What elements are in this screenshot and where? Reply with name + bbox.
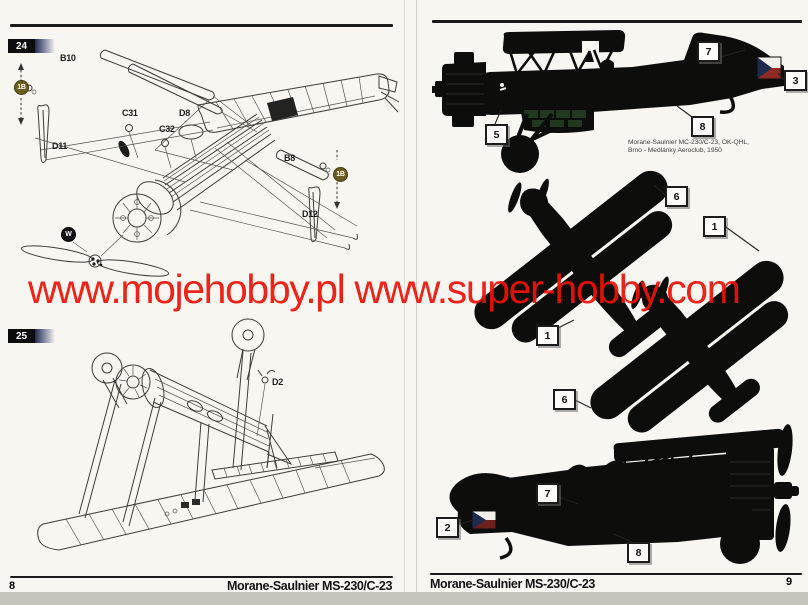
part-label-d11: D11 <box>52 141 68 151</box>
callout-7-top: 7 <box>697 41 720 62</box>
part-label-d12: D12 <box>302 209 318 219</box>
engine-nose-drawing <box>115 364 165 408</box>
czech-flag-rudder <box>471 510 497 530</box>
page-gutter-crease-2 <box>416 0 417 592</box>
scheme-plan-views <box>474 170 789 433</box>
radial-engine-drawing <box>112 193 162 243</box>
fuselage-emblem <box>499 83 507 91</box>
callout-1-plan-left: 1 <box>536 325 559 346</box>
landing-gear-bottom-view <box>657 315 717 365</box>
step-25-number: 25 <box>8 329 35 343</box>
leader-lines <box>555 184 760 409</box>
cowl-louvers <box>524 110 586 127</box>
scheme-caption-line1: Morane-Saulnier MC-230/C-23, OK-QHL, <box>628 139 749 146</box>
left-page-number: 8 <box>9 580 16 592</box>
left-footer-rule <box>10 576 393 578</box>
right-page-number: 9 <box>786 576 793 588</box>
callout-5-top: 5 <box>485 124 508 145</box>
plan-view-bottom <box>590 260 789 433</box>
tailplane-drawing <box>211 451 339 480</box>
arrowheads <box>18 63 340 209</box>
photo-background-strip <box>0 592 808 605</box>
part-label-1b-left: 1B <box>14 80 29 95</box>
d2-part-drawing <box>256 369 276 437</box>
scheme-caption: Morane-Saulnier MC-230/C-23, OK-QHL, Brn… <box>628 139 803 155</box>
callout-8-bottom: 8 <box>627 542 650 563</box>
lower-wing-drawing <box>37 453 385 551</box>
czech-flag-rudder <box>756 56 782 80</box>
part-label-d8: D8 <box>179 108 190 118</box>
scheme-side-view-top <box>432 30 785 173</box>
scheme-side-view-bottom <box>449 424 799 564</box>
part-label-b8: B8 <box>284 153 295 163</box>
callout-3-top: 3 <box>784 70 807 91</box>
strut-lines <box>78 350 274 527</box>
right-header-rule <box>432 20 802 23</box>
part-label-c31: C31 <box>122 108 138 118</box>
page-gutter-crease <box>404 0 405 592</box>
part-label-1b-right: 1B <box>333 167 348 182</box>
step-24-figure <box>18 49 400 277</box>
left-footer-title: Morane-Saulnier MS-230/C-23 <box>227 579 392 593</box>
callout-2-bottom: 2 <box>436 517 459 538</box>
rigging-lines <box>34 121 358 250</box>
callout-6-plan-bottom: 6 <box>553 389 576 410</box>
cabane-struts <box>508 49 614 75</box>
leader-lines <box>455 495 633 543</box>
propeller-drawing <box>20 234 170 277</box>
inverted-fuselage-drawing <box>149 369 293 469</box>
step-24-badge-tail <box>35 39 55 53</box>
step-25-figure <box>37 318 385 551</box>
aircraft-silhouette <box>449 424 799 564</box>
fuselage-drawing <box>136 113 276 236</box>
watermark-text: www.mojehobby.pl www.super-hobby.com <box>28 266 741 312</box>
callout-8-top: 8 <box>691 116 714 137</box>
wing-struts <box>622 449 696 476</box>
scheme-caption-line2: Brno - Medlánky Aeroclub, 1950 <box>628 147 722 154</box>
plan-view-top <box>474 170 673 358</box>
wheel <box>501 135 539 173</box>
step-25-badge: 25 <box>8 329 55 343</box>
step-25-badge-tail <box>35 329 55 343</box>
callout-7-bottom: 7 <box>536 483 559 504</box>
leader-lines <box>494 49 785 125</box>
right-footer-title: Morane-Saulnier MS-230/C-23 <box>430 577 595 591</box>
wing-drawing <box>197 73 400 133</box>
part-label-d2: D2 <box>272 377 283 387</box>
wheel <box>720 524 760 564</box>
step-24-badge: 24 <box>8 39 55 53</box>
part-label-b10: B10 <box>60 53 76 63</box>
part-label-w: W <box>61 227 76 242</box>
part-label-c32: C32 <box>159 124 175 134</box>
callout-1-plan-right: 1 <box>703 216 726 237</box>
strut-parts-drawing <box>25 49 331 243</box>
step-24-number: 24 <box>8 39 35 53</box>
left-header-rule <box>10 24 393 27</box>
callout-6-plan-top: 6 <box>665 186 688 207</box>
right-footer-rule <box>430 573 802 575</box>
